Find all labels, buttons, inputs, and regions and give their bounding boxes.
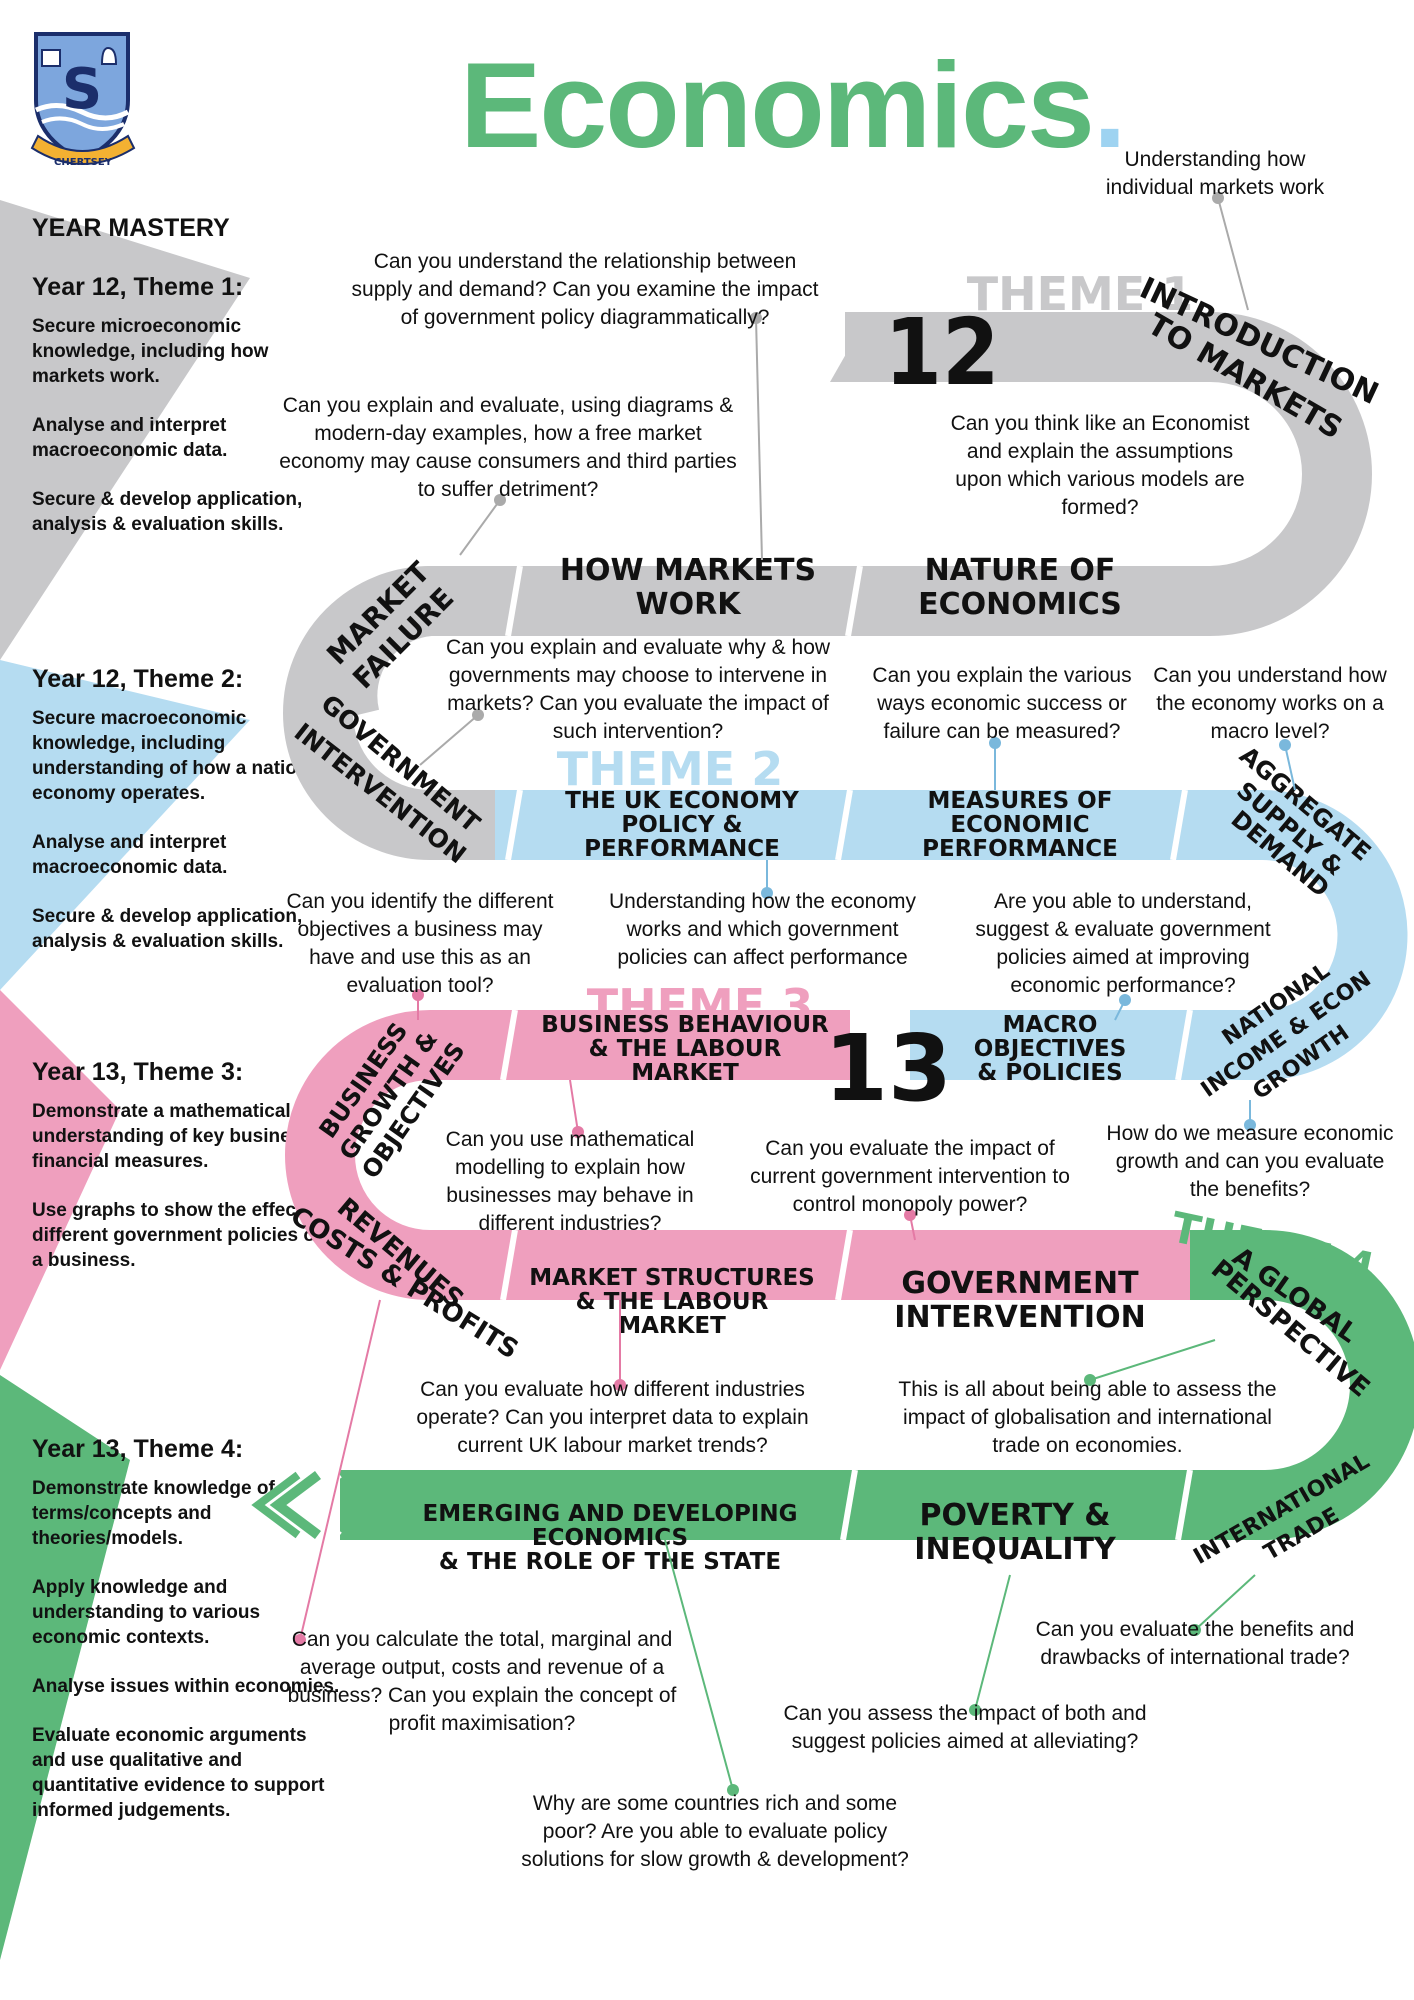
theme2-label: THEME 2 <box>557 742 784 796</box>
segment-nature-line2: ECONOMICS <box>918 587 1122 622</box>
segment-mep-line2: ECONOMIC <box>950 812 1089 838</box>
segment-ms-line3: MARKET <box>618 1313 726 1339</box>
mastery-item: Secure & develop application, analysis &… <box>32 906 303 952</box>
road-theme4 <box>340 1230 1414 1540</box>
theme1-label: THEME 1 <box>967 267 1194 321</box>
grey-triangle <box>0 200 250 660</box>
question-industries: Can you evaluate how different industrie… <box>416 1378 809 1457</box>
segment-bb-line2: & THE LABOUR <box>589 1036 782 1062</box>
segment-pov-line1: POVERTY & <box>920 1498 1111 1533</box>
segment-gi-line2: INTERVENTION <box>894 1300 1145 1335</box>
question-trade: Can you evaluate the benefits and drawba… <box>1035 1618 1355 1669</box>
road-theme2 <box>500 789 1408 1080</box>
mastery-item: Analyse and interpret macroeconomic data… <box>32 832 228 878</box>
question-rich-poor: Why are some countries rich and some poo… <box>521 1792 909 1871</box>
segment-uk-line3: PERFORMANCE <box>584 836 780 862</box>
question-policies: Are you able to understand, suggest & ev… <box>975 890 1271 997</box>
question-math-modelling: Can you use mathematical modelling to ex… <box>445 1128 695 1235</box>
question-measure: Can you explain the various ways economi… <box>872 664 1132 743</box>
year13-theme4-block: Year 13, Theme 4: Demonstrate knowledge … <box>32 1435 342 1847</box>
svg-text:S: S <box>62 57 102 122</box>
segment-how-line1: HOW MARKETS <box>560 553 816 588</box>
school-crest-logo: S CHERTSEY <box>30 32 136 168</box>
question-objectives: Can you identify the different objective… <box>286 890 554 997</box>
mastery-item: Analyse and interpret macroeconomic data… <box>32 415 228 461</box>
year-mastery-panel: YEAR MASTERY Year 12, Theme 1: Secure mi… <box>32 214 332 561</box>
road-theme3 <box>285 1010 1200 1300</box>
segment-nature-line1: NATURE OF <box>925 553 1116 588</box>
year-13-label: 13 <box>824 1015 952 1122</box>
segment-em-line3: & THE ROLE OF THE STATE <box>439 1549 781 1575</box>
question-government: Can you explain and evaluate why & how g… <box>445 636 831 743</box>
question-macro-level: Can you understand how the economy works… <box>1153 664 1387 743</box>
segment-em-line2: ECONOMICS <box>532 1525 688 1551</box>
pink-triangle <box>0 990 120 1370</box>
mastery-item: Demonstrate a mathematical understanding… <box>32 1101 312 1172</box>
year12-theme2-heading: Year 12, Theme 2: <box>32 665 244 693</box>
question-uk-economy: Understanding how the economy works and … <box>608 890 917 969</box>
segment-mep-line1: MEASURES OF <box>928 788 1113 814</box>
mastery-item: Secure microeconomic knowledge, includin… <box>32 316 269 387</box>
year12-start-wedge <box>830 312 1000 382</box>
question-costs: Can you calculate the total, marginal an… <box>287 1628 677 1735</box>
mastery-item: Apply knowledge and understanding to var… <box>32 1577 261 1648</box>
question-growth: How do we measure economic growth and ca… <box>1106 1122 1394 1201</box>
theme3-label: THEME 3 <box>587 979 814 1033</box>
page-title: Economics. <box>460 37 1127 173</box>
year13-theme4-heading: Year 13, Theme 4: <box>32 1435 244 1463</box>
title-dot: . <box>1092 37 1127 173</box>
arrow-chevron <box>251 1471 301 1539</box>
segment-ms-line1: MARKET STRUCTURES <box>529 1265 815 1291</box>
title-text: Economics <box>460 37 1095 173</box>
segment-macro-line1: MACRO <box>1003 1012 1098 1038</box>
question-monopoly: Can you evaluate the impact of current g… <box>750 1137 1070 1216</box>
year-mastery-heading: YEAR MASTERY <box>32 214 230 242</box>
road-theme1-curve <box>283 566 520 860</box>
mastery-item: Secure macroeconomic knowledge, includin… <box>32 708 325 804</box>
question-economist: Can you think like an Economist and expl… <box>950 412 1250 519</box>
year12-theme1-heading: Year 12, Theme 1: <box>32 273 244 301</box>
question-intro: Understanding how individual markets wor… <box>1105 148 1325 199</box>
mastery-item: Demonstrate knowledge of terms/concepts … <box>32 1478 275 1549</box>
year13-theme3-block: Year 13, Theme 3: Demonstrate a mathemat… <box>32 1058 332 1297</box>
arrow-chevron <box>269 1471 321 1539</box>
green-triangle <box>0 1375 130 1960</box>
segment-pov-line2: INEQUALITY <box>914 1532 1117 1567</box>
segment-mep-line3: PERFORMANCE <box>922 836 1118 862</box>
segment-bb-line3: MARKET <box>631 1060 739 1086</box>
question-poverty: Can you assess the impact of both and su… <box>783 1702 1147 1753</box>
segment-uk-line2: POLICY & <box>621 812 742 838</box>
blue-triangle <box>0 660 250 990</box>
year-12-label: 12 <box>884 299 999 406</box>
question-supply-demand: Can you understand the relationship betw… <box>351 250 819 329</box>
mastery-item: Evaluate economic arguments and use qual… <box>32 1725 325 1821</box>
segment-bb-line1: BUSINESS BEHAVIOUR <box>541 1012 829 1038</box>
segment-macro-line2: OBJECTIVES <box>974 1036 1127 1062</box>
segment-ms-line2: & THE LABOUR <box>576 1289 769 1315</box>
segment-em-line1: EMERGING AND DEVELOPING <box>423 1501 798 1527</box>
year13-theme3-heading: Year 13, Theme 3: <box>32 1058 244 1086</box>
year12-theme2-block: Year 12, Theme 2: Secure macroeconomic k… <box>32 665 332 978</box>
question-market-failure: Can you explain and evaluate, using diag… <box>279 394 737 501</box>
mastery-item: Analyse issues within economies. <box>32 1676 340 1697</box>
segment-gi-line1: GOVERNMENT <box>901 1266 1139 1301</box>
question-global: This is all about being able to assess t… <box>898 1378 1277 1457</box>
segment-how-line2: WORK <box>636 587 743 622</box>
mastery-item: Use graphs to show the effect of differe… <box>32 1200 327 1271</box>
segment-macro-line3: & POLICIES <box>977 1060 1122 1086</box>
mastery-item: Secure & develop application, analysis &… <box>32 489 303 535</box>
logo-text: CHERTSEY <box>54 157 113 168</box>
segment-uk-line1: THE UK ECONOMY <box>565 788 799 814</box>
